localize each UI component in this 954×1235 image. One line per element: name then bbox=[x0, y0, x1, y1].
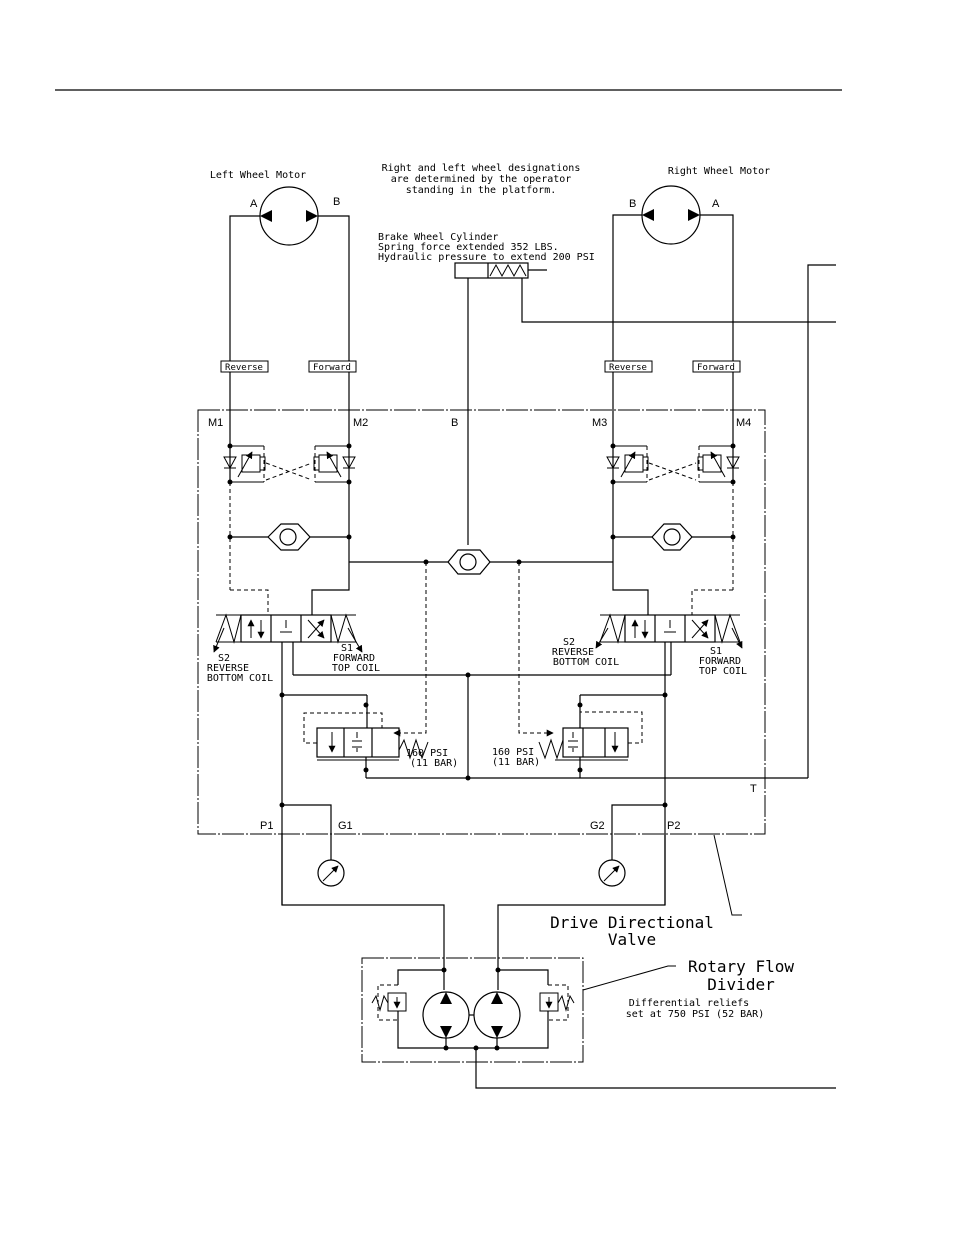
svg-text:Drive Directional: Drive Directional bbox=[550, 913, 714, 932]
svg-text:(11 BAR): (11 BAR) bbox=[492, 757, 540, 768]
svg-text:BOTTOM COIL: BOTTOM COIL bbox=[553, 657, 619, 668]
left-shuttle-valve bbox=[227, 482, 352, 615]
svg-text:T: T bbox=[750, 783, 757, 795]
svg-text:B: B bbox=[629, 198, 636, 210]
right-wheel-motor: Right Wheel Motor B A bbox=[612, 166, 770, 448]
gauge-g2 bbox=[598, 804, 665, 887]
designation-note: Right and left wheel designations are de… bbox=[382, 163, 581, 196]
drive-valve-label: Drive Directional Valve bbox=[550, 834, 742, 949]
svg-text:Divider: Divider bbox=[707, 975, 775, 994]
svg-text:Forward: Forward bbox=[697, 363, 735, 373]
svg-text:Right and left wheel designati: Right and left wheel designations bbox=[382, 163, 581, 174]
svg-text:Forward: Forward bbox=[313, 363, 351, 373]
valve-interconnect bbox=[279, 264, 836, 905]
svg-text:S2: S2 bbox=[563, 637, 575, 648]
svg-text:Valve: Valve bbox=[608, 930, 656, 949]
svg-text:(11 BAR): (11 BAR) bbox=[410, 758, 458, 769]
svg-text:B: B bbox=[451, 417, 458, 429]
valve-ports: M1 M2 B M3 M4 T P1 G1 G2 P2 bbox=[208, 417, 757, 832]
brake-wheel-cylinder: Brake Wheel Cylinder Spring force extend… bbox=[378, 232, 836, 545]
left-directional-valve bbox=[213, 613, 363, 653]
svg-text:FORWARD: FORWARD bbox=[699, 656, 741, 667]
svg-text:G2: G2 bbox=[590, 820, 605, 832]
svg-text:FORWARD: FORWARD bbox=[333, 653, 375, 664]
right-shuttle-valve bbox=[610, 482, 736, 615]
svg-text:M4: M4 bbox=[736, 417, 751, 429]
svg-text:160 PSI: 160 PSI bbox=[492, 747, 534, 758]
svg-text:Brake Wheel Cylinder: Brake Wheel Cylinder bbox=[378, 232, 498, 243]
svg-text:M2: M2 bbox=[353, 417, 368, 429]
svg-text:S2: S2 bbox=[218, 653, 230, 664]
left-reducing-valve: 160 PSI (11 BAR) bbox=[303, 702, 458, 778]
svg-text:M3: M3 bbox=[592, 417, 607, 429]
pressure-lines bbox=[281, 833, 666, 990]
flow-divider-label: Rotary Flow Divider Differential reliefs… bbox=[582, 957, 794, 1020]
svg-text:B: B bbox=[333, 196, 340, 208]
rotary-flow-divider bbox=[371, 967, 836, 1089]
right-motor-title: Right Wheel Motor bbox=[668, 166, 770, 177]
svg-text:Reverse: Reverse bbox=[225, 363, 263, 373]
tag-left-reverse: Reverse bbox=[220, 360, 269, 373]
tag-right-forward: Forward bbox=[692, 360, 741, 373]
svg-text:G1: G1 bbox=[338, 820, 353, 832]
svg-text:are determined by the operator: are determined by the operator bbox=[391, 174, 572, 185]
right-directional-valve bbox=[595, 613, 743, 649]
svg-text:A: A bbox=[712, 198, 720, 210]
svg-text:M1: M1 bbox=[208, 417, 223, 429]
right-counterbalance-valves bbox=[606, 443, 740, 485]
left-counterbalance-valves bbox=[223, 443, 356, 485]
tag-left-forward: Forward bbox=[308, 360, 357, 373]
svg-text:P2: P2 bbox=[667, 820, 680, 832]
left-coil-labels: S2 REVERSE BOTTOM COIL S1 FORWARD TOP CO… bbox=[207, 643, 380, 684]
svg-text:Hydraulic pressure to extend 2: Hydraulic pressure to extend 200 PSI bbox=[378, 252, 595, 263]
left-wheel-motor: Left Wheel Motor A B bbox=[210, 170, 350, 448]
left-motor-title: Left Wheel Motor bbox=[210, 170, 306, 181]
svg-text:Spring force extended 352 LBS.: Spring force extended 352 LBS. bbox=[378, 242, 559, 253]
tag-right-reverse: Reverse bbox=[604, 360, 653, 373]
svg-text:REVERSE: REVERSE bbox=[207, 663, 249, 674]
svg-text:P1: P1 bbox=[260, 820, 273, 832]
right-coil-labels: S2 REVERSE BOTTOM COIL S1 FORWARD TOP CO… bbox=[552, 637, 747, 677]
svg-text:S1: S1 bbox=[710, 646, 722, 657]
svg-text:Reverse: Reverse bbox=[609, 363, 647, 373]
svg-text:TOP COIL: TOP COIL bbox=[699, 666, 747, 677]
svg-text:BOTTOM COIL: BOTTOM COIL bbox=[207, 673, 273, 684]
flow-divider-boundary bbox=[361, 957, 584, 1063]
svg-text:A: A bbox=[250, 198, 258, 210]
svg-text:TOP COIL: TOP COIL bbox=[332, 663, 380, 674]
svg-text:Rotary Flow: Rotary Flow bbox=[688, 957, 794, 976]
svg-text:160 PSI: 160 PSI bbox=[406, 748, 448, 759]
gauge-g1 bbox=[282, 804, 345, 887]
svg-text:S1: S1 bbox=[341, 643, 353, 654]
brake-shuttle-valve bbox=[349, 549, 613, 737]
svg-text:REVERSE: REVERSE bbox=[552, 647, 594, 658]
svg-text:set at 750 PSI (52 BAR): set at 750 PSI (52 BAR) bbox=[626, 1009, 764, 1020]
drive-valve-boundary bbox=[197, 409, 766, 835]
svg-text:standing in the platform.: standing in the platform. bbox=[406, 185, 557, 196]
right-reducing-valve: 160 PSI (11 BAR) bbox=[492, 702, 643, 778]
svg-text:Differential reliefs: Differential reliefs bbox=[629, 998, 749, 1009]
